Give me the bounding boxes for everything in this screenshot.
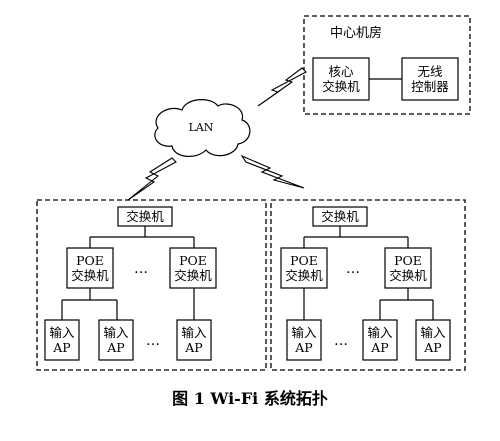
- right-ap-ellipsis: …: [334, 333, 349, 349]
- left-ap1-label: 输入 AP: [49, 325, 75, 355]
- lightning-bolt-right: [240, 154, 305, 189]
- right-ap2-label: 输入 AP: [367, 325, 393, 355]
- left-ap2-label: 输入 AP: [103, 325, 129, 355]
- lightning-bolt-center: [257, 67, 307, 107]
- wireless-controller-label: 无线 控制器: [411, 64, 449, 94]
- left-poe1-label: POE 交换机: [71, 253, 109, 283]
- left-ap3-box: [176, 319, 212, 361]
- right-ap2-box: [362, 319, 398, 361]
- left-switch-label: 交换机: [126, 209, 164, 224]
- right-ap3-box: [415, 319, 451, 361]
- core-switch-box: [312, 57, 370, 101]
- right-poe2-label: POE 交换机: [389, 253, 427, 283]
- left-ap-ellipsis: …: [146, 333, 161, 349]
- right-ap1-box: [286, 319, 322, 361]
- left-ap2-box: [98, 319, 134, 361]
- right-poe1-box: [280, 247, 328, 289]
- right-group-frame: [270, 199, 466, 371]
- right-ap1-label: 输入 AP: [291, 325, 317, 355]
- left-ap3-label: 输入 AP: [181, 325, 207, 355]
- right-switch-label: 交换机: [321, 209, 359, 224]
- lan-label: LAN: [188, 121, 214, 134]
- lan-cloud: [154, 99, 251, 157]
- left-poe2-label: POE 交换机: [174, 253, 212, 283]
- core-switch-label: 核心 交换机: [322, 64, 360, 94]
- left-poe1-box: [66, 247, 114, 289]
- right-poe2-box: [384, 247, 432, 289]
- wireless-controller-box: [401, 57, 459, 101]
- center-room-title: 中心机房: [330, 26, 383, 41]
- lightning-bolt-left: [127, 157, 177, 201]
- right-ap3-label: 输入 AP: [420, 325, 446, 355]
- left-poe-ellipsis: …: [134, 261, 149, 277]
- figure-caption: 图 1 Wi-Fi 系统拓扑: [172, 389, 328, 408]
- left-ap1-box: [44, 319, 80, 361]
- left-group-frame: [36, 199, 267, 371]
- center-room-frame: [303, 15, 471, 115]
- right-poe-ellipsis: …: [346, 261, 361, 277]
- right-poe1-label: POE 交换机: [285, 253, 323, 283]
- left-poe2-box: [169, 247, 217, 289]
